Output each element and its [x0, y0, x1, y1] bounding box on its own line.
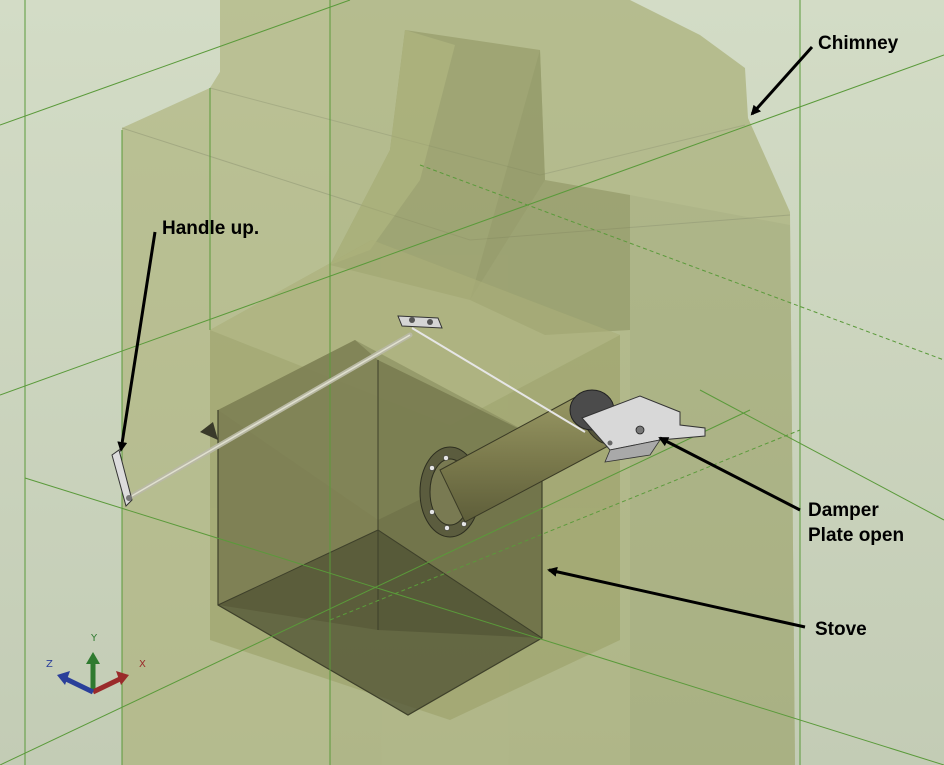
callout-arrows — [117, 45, 814, 629]
pivot-bracket — [397, 315, 443, 329]
z-axis-icon — [62, 675, 95, 695]
damper-arrow — [658, 436, 801, 512]
z-axis-label: Z — [46, 659, 53, 670]
damper-rod — [127, 327, 586, 500]
stove-label: Stove — [815, 619, 867, 640]
damper-plate — [569, 389, 706, 463]
axis-triad: X Y Z — [46, 633, 146, 695]
damper-label: Damper Plate open — [808, 498, 938, 548]
x-axis-icon — [91, 675, 124, 695]
flue-duct — [330, 30, 630, 335]
y-axis-label: Y — [90, 633, 98, 644]
chimney-arrow — [750, 45, 814, 116]
damper-label-line-1: Damper — [808, 500, 879, 521]
handle — [111, 449, 133, 507]
handle-label: Handle up. — [162, 218, 260, 239]
stove-arrow — [547, 566, 806, 629]
chimney-label: Chimney — [818, 33, 899, 54]
handle-arrow — [117, 231, 157, 452]
damper-label-line-2: Plate open — [808, 525, 905, 546]
x-axis-label: X — [139, 659, 146, 670]
